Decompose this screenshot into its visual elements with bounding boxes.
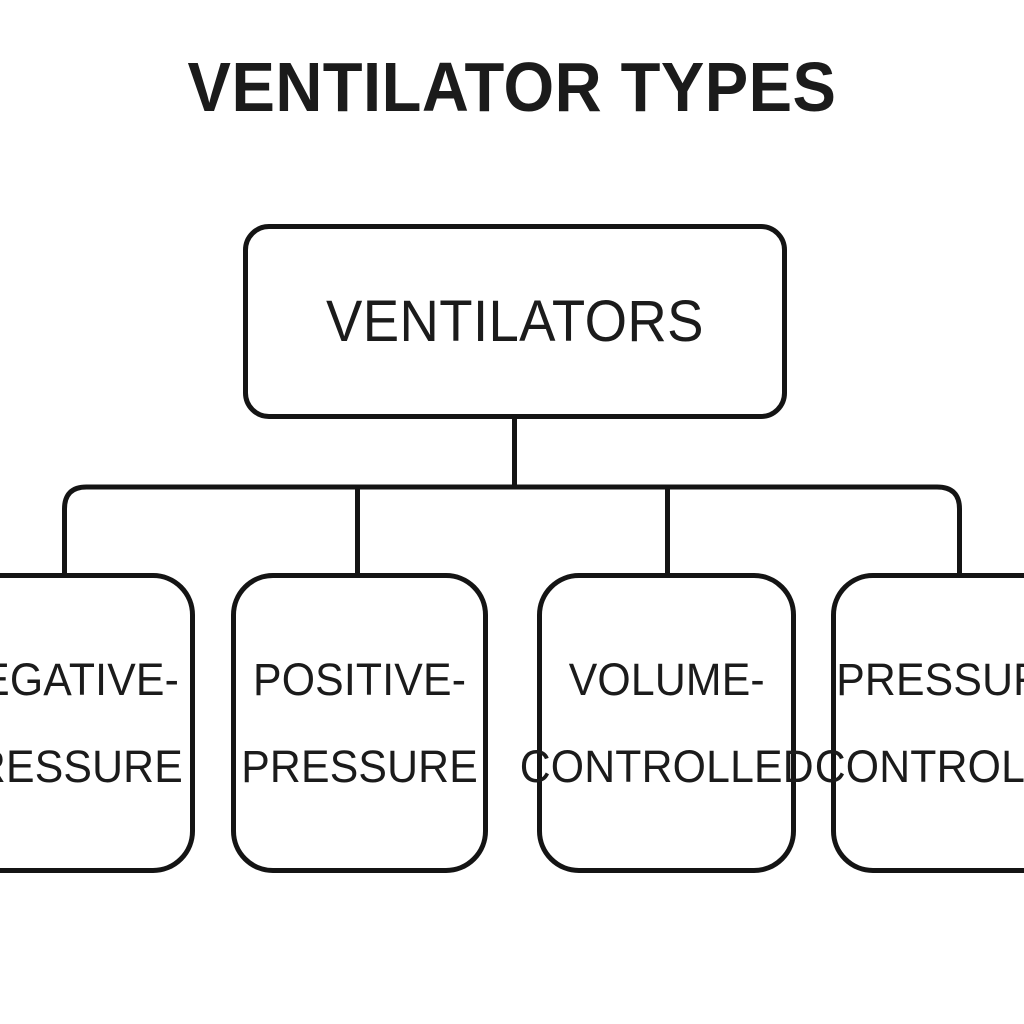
node-ventilators-label: VENTILATORS	[326, 288, 704, 354]
node-label-line-2: PRESSURE	[241, 741, 478, 792]
node-ventilators[interactable]: VENTILATORS	[243, 224, 787, 419]
node-negative-pressure[interactable]: NEGATIVE- PRESSURE	[0, 573, 195, 873]
node-negative-pressure-label: NEGATIVE- PRESSURE	[0, 636, 183, 810]
node-label-line-1: NEGATIVE-	[0, 654, 179, 705]
node-pressure-controlled-label: PRESSURE- CONTROLLED	[814, 636, 1024, 810]
node-label-line-1: PRESSURE-	[835, 654, 1024, 705]
node-label-line-2: PRESSURE	[0, 741, 183, 792]
node-label-line-1: POSITIVE-	[252, 654, 467, 705]
node-label-line-2: CONTROLLED	[814, 741, 1024, 792]
node-positive-pressure[interactable]: POSITIVE- PRESSURE	[231, 573, 488, 873]
page-title: VENTILATOR TYPES	[187, 48, 837, 126]
node-positive-pressure-label: POSITIVE- PRESSURE	[241, 636, 478, 810]
node-label-line-2: CONTROLLED	[519, 741, 814, 792]
node-volume-controlled[interactable]: VOLUME- CONTROLLED	[519, 573, 813, 873]
connector-bus	[62, 484, 962, 575]
node-volume-controlled-label: VOLUME- CONTROLLED	[519, 636, 813, 810]
node-pressure-controlled[interactable]: PRESSURE- CONTROLLED	[814, 573, 1024, 873]
node-label-line-1: VOLUME-	[568, 654, 765, 705]
